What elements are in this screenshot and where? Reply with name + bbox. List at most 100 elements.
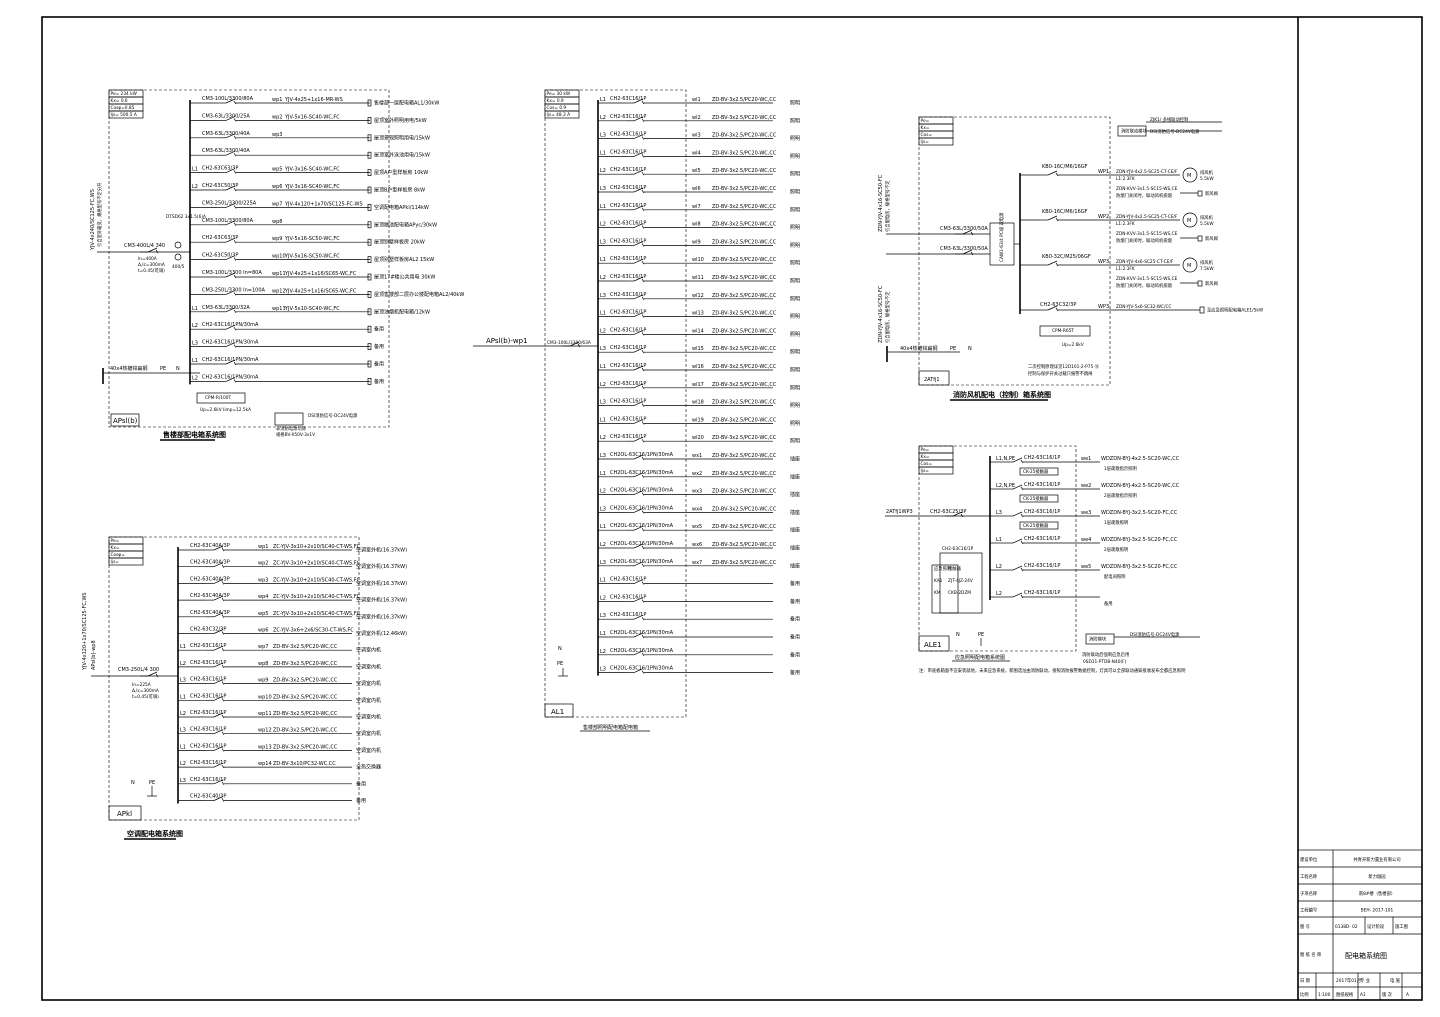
breaker-blade bbox=[1012, 484, 1023, 490]
breaker-blade bbox=[147, 671, 158, 677]
breaker-blade bbox=[225, 255, 236, 260]
phase-label: L2 bbox=[600, 435, 606, 441]
breaker-blade bbox=[633, 258, 644, 264]
breaker-mark bbox=[233, 292, 237, 296]
load-label: 备用 bbox=[790, 580, 800, 587]
breaker-mark bbox=[641, 350, 645, 354]
version-label: 版 次 bbox=[1382, 991, 1393, 998]
breaker-mark bbox=[1055, 262, 1059, 267]
breaker-mark bbox=[233, 379, 237, 383]
load-label: 屋顶油烟机配电箱/12kW bbox=[374, 308, 430, 315]
cable-label: ZD-BV-3x2.5/PC20-WC,CC bbox=[273, 728, 338, 734]
breaker-label: CH2OL-63C16/1PN/30mA bbox=[610, 630, 674, 636]
breaker-mark bbox=[155, 673, 159, 678]
circuit-no: wl19 bbox=[692, 417, 704, 423]
load-label: 插座 bbox=[790, 527, 800, 534]
phase-label: L3 bbox=[600, 186, 606, 192]
cable-label: ZD-BV-3x2.5/PC20-WC,CC bbox=[712, 328, 777, 334]
breaker-blade bbox=[213, 612, 224, 618]
breaker-label: CH2-63C16/1P bbox=[1024, 563, 1060, 569]
circuit-no: wl6 bbox=[692, 186, 701, 192]
breaker-mark bbox=[641, 296, 645, 300]
breaker-label: CH2-63C16/1P bbox=[610, 221, 646, 227]
ct-label: 400/5 bbox=[172, 264, 185, 270]
load-label: 照明 bbox=[790, 296, 800, 302]
breaker-blade bbox=[633, 116, 644, 122]
cable-label: ZD-BV-3x2.5/PC20-WC,CC bbox=[712, 97, 777, 103]
load-label: 照明 bbox=[790, 190, 800, 196]
cable-label: YJV-4x25+1x16-MR-WS bbox=[284, 97, 343, 103]
breaker-blade bbox=[213, 746, 224, 751]
control-label: 接触器 bbox=[948, 565, 962, 572]
fire-valve: 新风阀 bbox=[1205, 190, 1218, 197]
cable-label: ZC-YJV-3x10+2x10/SC40-CT-WS,FC bbox=[273, 611, 361, 617]
cable-label: ZD-BV-3x2.5/PC20-WC,CC bbox=[712, 346, 777, 352]
breaker-blade bbox=[225, 116, 236, 121]
breaker-blade bbox=[633, 98, 644, 104]
load-label: 备用 bbox=[374, 361, 384, 368]
breaker-blade bbox=[952, 511, 963, 517]
breaker-mark bbox=[233, 187, 237, 192]
breaker-blade bbox=[225, 290, 236, 295]
breaker-label: CH2OL-63C16/1PN/30mA bbox=[610, 452, 674, 458]
cable-label: WDZDN-BYJ-4x2.5-SC20-WC,CC bbox=[1101, 456, 1180, 462]
load-label: 2层疏散照明 bbox=[1104, 546, 1128, 553]
contactor-box bbox=[1019, 521, 1059, 530]
breaker-blade bbox=[1012, 511, 1023, 517]
breaker-blade bbox=[962, 249, 973, 255]
cable-label: ZD-BV-3x2.5/PC20-WC,CC bbox=[712, 115, 777, 121]
param-text: Ijs= 48.3 A bbox=[547, 112, 571, 118]
cable-label: YJV-4x25+1x16/SC65-WC,FC bbox=[284, 288, 357, 294]
circuit-no: wp4 bbox=[258, 594, 268, 600]
n-label: N bbox=[176, 366, 180, 372]
load-label: 空调室内机 bbox=[356, 730, 381, 737]
breaker-mark bbox=[233, 100, 237, 105]
circuit-no: wp9 bbox=[272, 236, 282, 242]
breaker-label: CH2-63C16/1P bbox=[1024, 455, 1060, 461]
phase-label: L2 bbox=[996, 591, 1002, 597]
breaker-blade bbox=[633, 543, 644, 549]
breaker-label: CM3-63L/3300/40A bbox=[202, 131, 250, 137]
control-inner bbox=[931, 564, 959, 614]
size: A1 bbox=[1360, 992, 1366, 998]
breaker-blade bbox=[1012, 457, 1023, 463]
param-text: Cos= bbox=[921, 461, 933, 467]
circuit-no: wl8 bbox=[692, 222, 701, 228]
breaker-mark bbox=[641, 403, 645, 407]
fire-note3: 0SD11-PTDB-N40(F) bbox=[1083, 659, 1127, 665]
circuit-no: wl15 bbox=[692, 346, 704, 352]
cable-label: ZD-BV-3x2.5/PC20-WC,CC bbox=[712, 506, 777, 512]
breaker-blade bbox=[633, 294, 644, 300]
control-box bbox=[939, 552, 983, 614]
motor-ctrl-note: 防烟门关闭时，联动风机排烟 bbox=[1116, 192, 1172, 199]
breaker-mark bbox=[1020, 540, 1024, 545]
circuit-no: wp13 bbox=[258, 744, 272, 750]
breaker-mark bbox=[221, 564, 225, 568]
breaker-blade bbox=[213, 695, 224, 701]
load-label: 屋顶融池配电箱APyc/30kW bbox=[374, 221, 437, 228]
breaker-label: CM3-100L/3300 In=80A bbox=[202, 270, 262, 276]
contactor-label: CK-25接触器 bbox=[1023, 495, 1049, 502]
fire-note2: 非消防电源切除 bbox=[276, 425, 307, 432]
panel-title: 应急照明配电箱系统图 bbox=[955, 654, 1005, 661]
contactor-box bbox=[1019, 494, 1059, 503]
breaker-blade bbox=[633, 419, 644, 424]
param-text: Pe= 234 kW bbox=[111, 91, 138, 97]
cable-label: WDZDN-BYJ-4x2.5-SC20-WC,CC bbox=[1101, 483, 1180, 489]
spd-wp: WP3 bbox=[1098, 304, 1109, 310]
load-marker bbox=[367, 134, 372, 142]
breaker-blade bbox=[1012, 565, 1023, 571]
param-text: Kx= bbox=[111, 545, 120, 551]
breaker-blade bbox=[633, 276, 644, 282]
breaker-blade bbox=[633, 525, 644, 531]
main-breaker: CM3-250L/4 300 bbox=[118, 667, 159, 673]
phase-label: L2 bbox=[600, 595, 606, 601]
load-label: 2层疏散指示照明 bbox=[1104, 492, 1137, 499]
param-text: Kx= 0.9 bbox=[547, 98, 564, 104]
param-cell bbox=[918, 137, 954, 146]
load-label: 插座 bbox=[790, 562, 800, 569]
circuit-no: wl9 bbox=[692, 239, 701, 245]
breaker-mark bbox=[233, 118, 237, 122]
